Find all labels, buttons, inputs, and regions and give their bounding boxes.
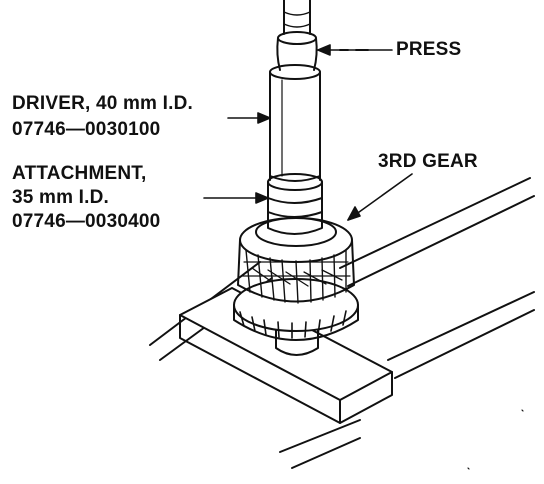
- gear-hub: [275, 319, 319, 356]
- driver: [269, 64, 321, 182]
- attachment-part-number: 07746—0030400: [12, 211, 161, 232]
- driver-label-line1: DRIVER, 40 mm I.D.: [12, 93, 193, 114]
- attachment-label-line1: ATTACHMENT,: [12, 163, 147, 184]
- print-speckles: [467, 409, 524, 470]
- press-ram: [276, 0, 318, 71]
- third-gear-label: 3RD GEAR: [378, 151, 478, 172]
- support-rails: [149, 177, 535, 469]
- driver-part-number: 07746—0030100: [12, 119, 161, 140]
- press-label: PRESS: [396, 39, 462, 60]
- leader-arrows: [203, 44, 413, 221]
- lower-gear: [233, 278, 359, 341]
- attachment-label-line2: 35 mm I.D.: [12, 187, 110, 208]
